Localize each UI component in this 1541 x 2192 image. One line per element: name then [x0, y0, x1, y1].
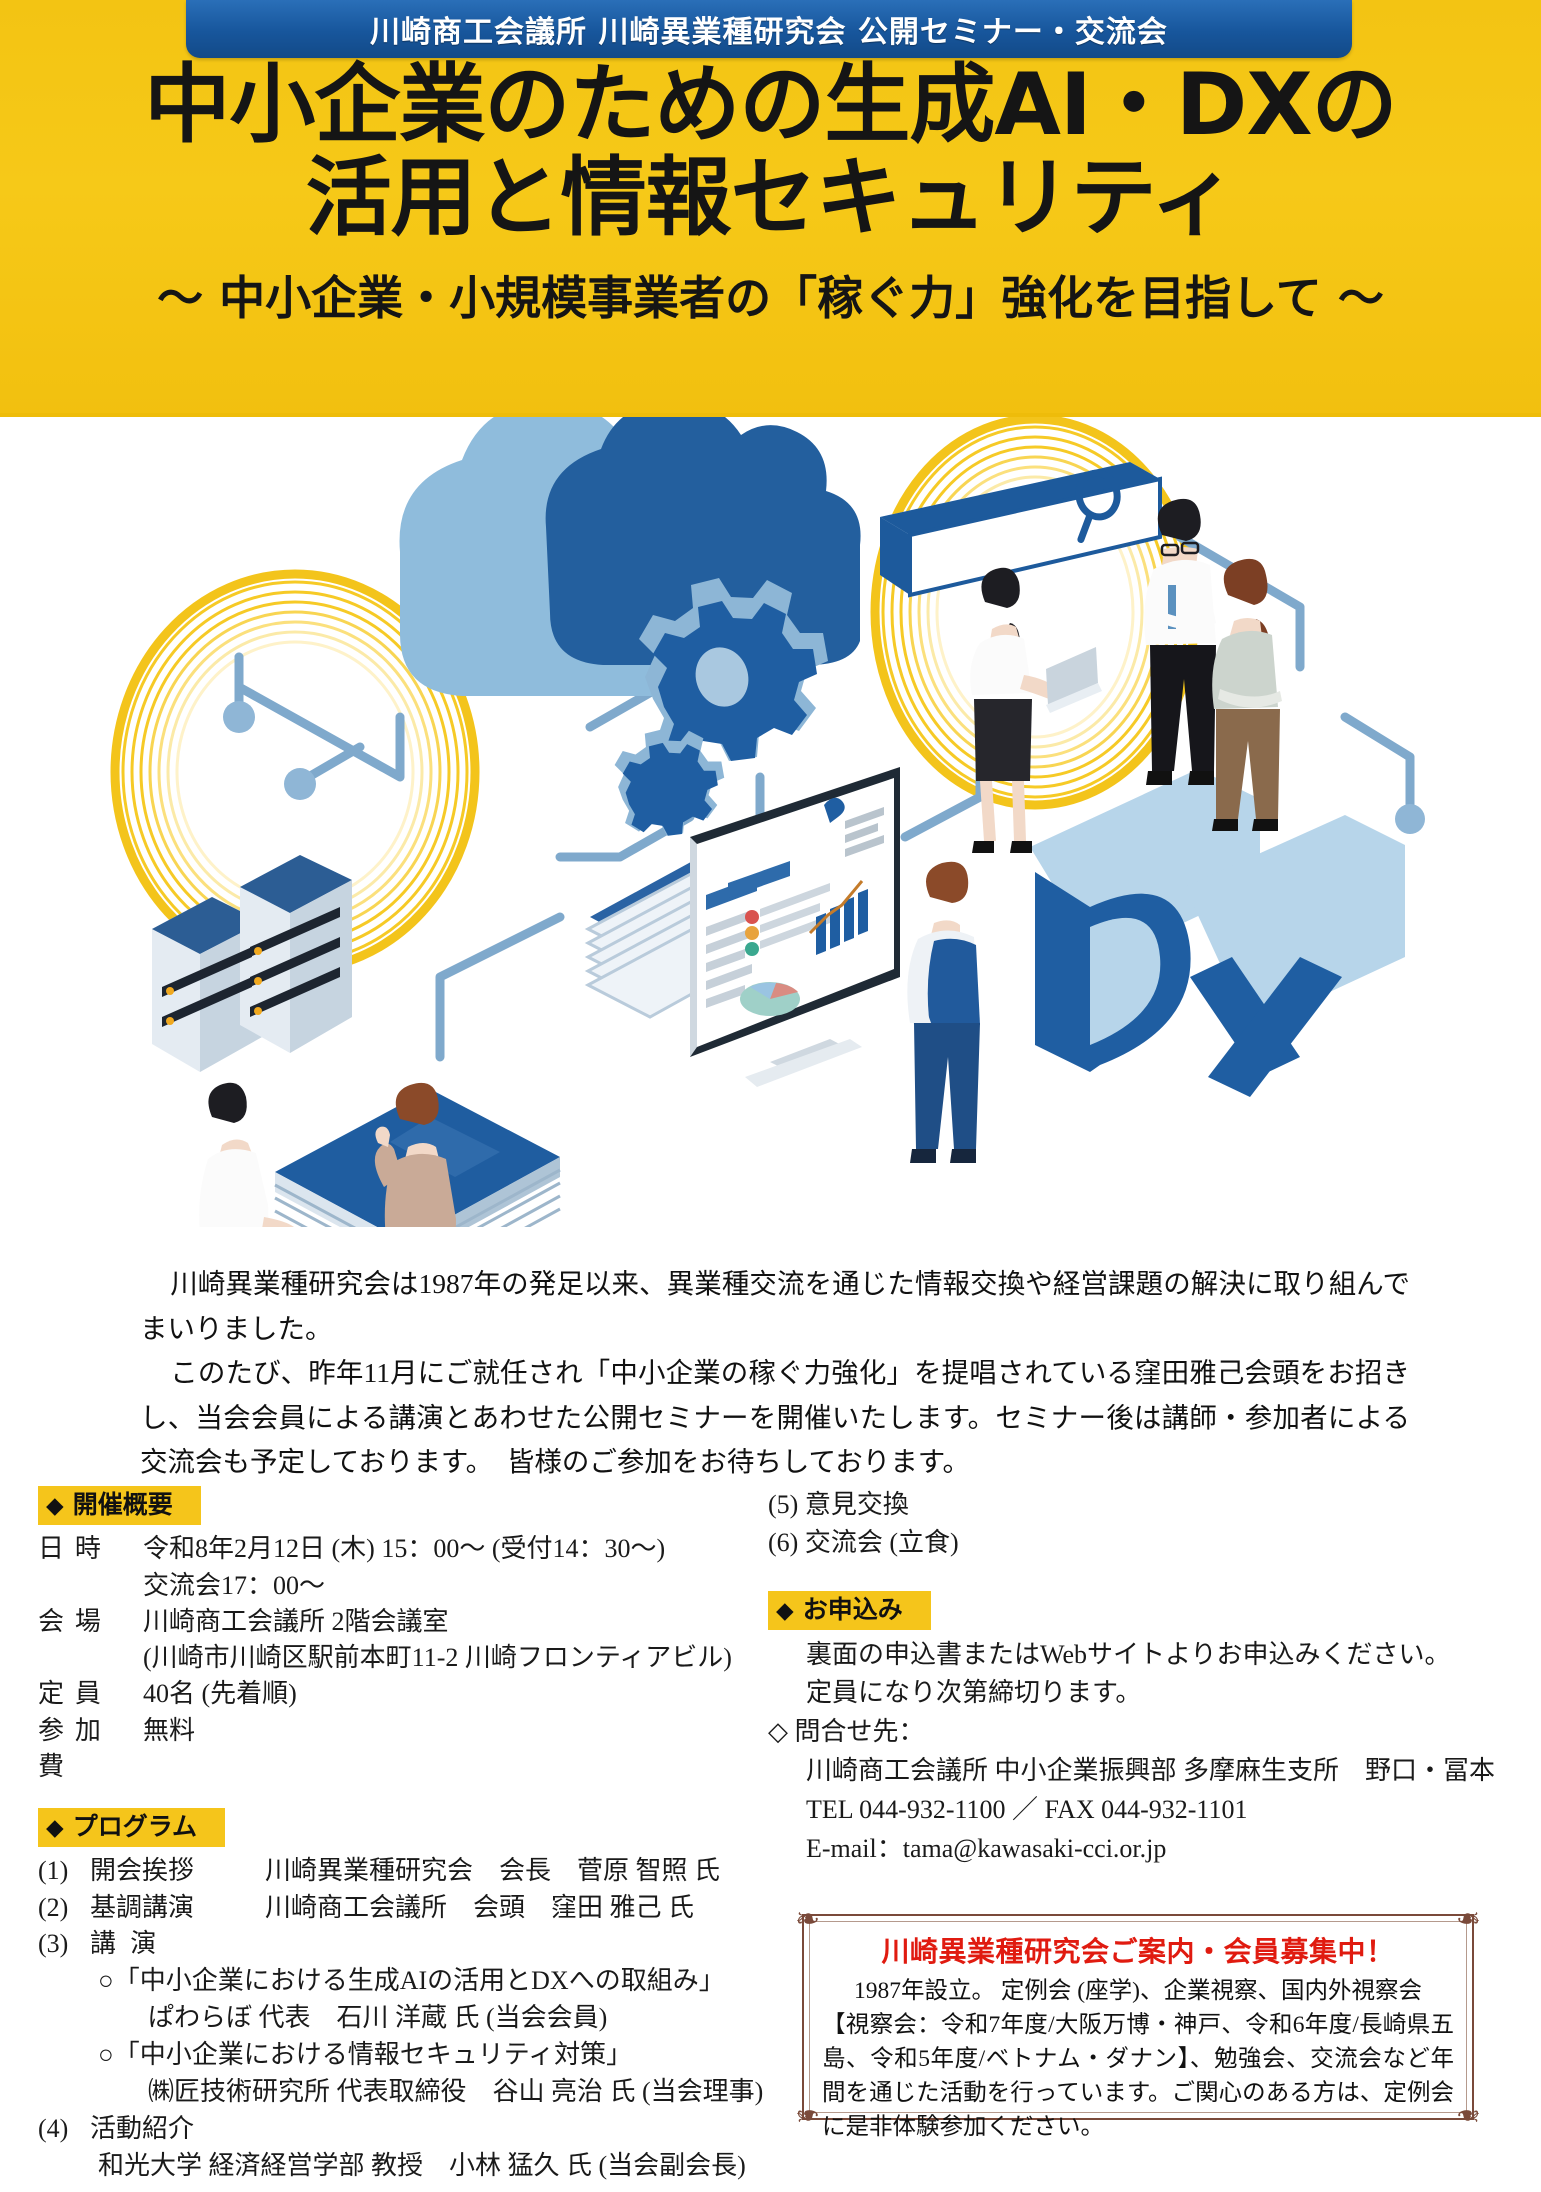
right-column: (5) 意見交換 (6) 交流会 (立食) ◆ お申込み 裏面の申込書またはWeb… — [768, 1486, 1508, 2140]
overview-row-fee: 参加費 無料 — [38, 1713, 738, 1785]
program-talk-2-title: ○「中小企業における情報セキュリティ対策」 — [98, 2040, 633, 2070]
person-left-standing — [199, 1082, 294, 1227]
server-rack-icon — [152, 855, 352, 1072]
overview-cont-venue: (川崎市川崎区駅前本町11-2 川崎フロンティアビル) — [143, 1643, 732, 1673]
overview-key-venue: 会場 — [38, 1606, 112, 1636]
isometric-dx-illustration — [110, 417, 1425, 1227]
person-woman-laptop — [970, 567, 1102, 853]
program-item-3-number: (3) — [38, 1929, 69, 1959]
hero-illustration — [0, 417, 1541, 1227]
header-band: 川崎商工会議所 川崎異業種研究会 公開セミナー・交流会 中小企業のための生成AI… — [0, 0, 1541, 417]
membership-promo-box: ❧ ❧ ❧ ❧ 川崎異業種研究会ご案内・会員募集中！ 1987年設立。 定例会 … — [795, 1903, 1481, 2140]
overview-key-datetime: 日時 — [38, 1533, 112, 1563]
overview-value-fee: 無料 — [143, 1716, 196, 1746]
program-item-4: (4) 活動紹介 — [38, 2111, 738, 2148]
intro-text: 川崎異業種研究会は1987年の発足以来、異業種交流を通じた情報交換や経営課題の解… — [140, 1262, 1410, 1485]
section-heading-overview: ◆ 開催概要 — [38, 1486, 201, 1525]
section-heading-program-label: プログラム — [72, 1811, 197, 1841]
contact-organization: 川崎商工会議所 中小企業振興部 多摩麻生支所 野口・冨本 — [806, 1755, 1496, 1785]
dx-logo — [1030, 769, 1405, 1097]
page-title-line-2: 活用と情報セキュリティ — [305, 148, 1237, 248]
intro-paragraph-1: 川崎異業種研究会は1987年の発足以来、異業種交流を通じた情報交換や経営課題の解… — [140, 1268, 1410, 1344]
page-subtitle: ～ 中小企業・小規模事業者の「稼ぐ力」強化を目指して ～ — [157, 271, 1384, 325]
program-item-5: (5) 意見交換 — [768, 1490, 909, 1519]
program-item-1-detail: 川崎異業種研究会 会長 菅原 智照 氏 — [265, 1855, 721, 1885]
person-left-pointing — [374, 1082, 456, 1227]
left-column: ◆ 開催概要 日時 令和8年2月12日 (木) 15：00～ (受付14：30～)… — [38, 1486, 764, 2185]
gear-icon — [614, 578, 828, 836]
overview-key-capacity: 定員 — [38, 1679, 112, 1709]
apply-line-1: 裏面の申込書またはWebサイトよりお申込みください。 — [806, 1640, 1451, 1670]
overview-row-capacity: 定員 40名 (先着順) — [38, 1676, 738, 1712]
page-title-line-1: 中小企業のための生成AI・DXの — [144, 55, 1397, 155]
promo-title: 川崎異業種研究会ご案内・会員募集中！ — [881, 1935, 1395, 1968]
section-heading-program: ◆ プログラム — [38, 1807, 225, 1847]
program-item-2-title: 基調講演 — [90, 1892, 195, 1922]
section-heading-overview-label: 開催概要 — [72, 1490, 173, 1519]
overview-row-datetime: 日時 令和8年2月12日 (木) 15：00～ (受付14：30～) — [38, 1531, 738, 1567]
contact-email: E-mail：tama@kawasaki-cci.or.jp — [806, 1833, 1167, 1863]
overview-value-venue: 川崎商工会議所 2階会議室 — [143, 1606, 449, 1636]
program-talk-2-speaker: ㈱匠技術研究所 代表取締役 谷山 亮治 氏 (当会理事) — [148, 2077, 764, 2107]
section-heading-apply-label: お申込み — [802, 1595, 903, 1625]
apply-line-2: 定員になり次第締切ります。 — [806, 1677, 1142, 1707]
program-item-3: (3) 講演 — [38, 1926, 738, 1963]
search-bar-icon — [880, 462, 1162, 598]
program-item-1-number: (1) — [38, 1855, 69, 1885]
program-item-3-title: 講演 — [90, 1929, 171, 1959]
diamond-icon-apply: ◆ — [776, 1598, 794, 1625]
overview-value-capacity: 40名 (先着順) — [143, 1679, 297, 1709]
dashboard-monitor-icon — [690, 767, 900, 1087]
program-talk-1-title: ○「中小企業における生成AIの活用とDXへの取組み」 — [98, 1966, 725, 1996]
overview-value-datetime: 令和8年2月12日 (木) 15：00～ (受付14：30～) — [143, 1533, 666, 1563]
contact-tel-fax: TEL 044-932-1100 ／ FAX 044-932-1101 — [806, 1794, 1248, 1824]
program-item-1-title: 開会挨拶 — [90, 1855, 195, 1885]
person-woman-brown — [1212, 558, 1282, 831]
person-blue-vest — [907, 861, 980, 1163]
contact-heading: ◇ 問合せ先： — [768, 1712, 1508, 1751]
overview-cont-datetime: 交流会17：00～ — [143, 1570, 326, 1600]
program-item-6: (6) 交流会 (立食) — [768, 1527, 959, 1557]
program-item-4-title: 活動紹介 — [90, 2113, 195, 2143]
organization-banner: 川崎商工会議所 川崎異業種研究会 公開セミナー・交流会 — [186, 0, 1352, 58]
promo-paragraph: 【視察会：令和7年度/大阪万博・神戸、令和6年度/長崎県五島、令和5年度/ベトナ… — [822, 2012, 1454, 2141]
program-item-2: (2) 基調講演 川崎商工会議所 会頭 窪田 雅己 氏 — [38, 1890, 738, 1927]
organization-banner-text: 川崎商工会議所 川崎異業種研究会 公開セミナー・交流会 — [370, 15, 1168, 50]
program-talk-1-speaker: ぱわらぼ 代表 石川 洋蔵 氏 (当会会員) — [148, 2003, 608, 2033]
diamond-icon: ◆ — [46, 1493, 64, 1519]
intro-paragraph-2: このたび、昨年11月にご就任され「中小企業の稼ぐ力強化」を提唱されている窪田雅己… — [140, 1357, 1410, 1478]
overview-key-fee: 参加費 — [38, 1716, 112, 1781]
overview-row-venue: 会場 川崎商工会議所 2階会議室 — [38, 1604, 738, 1640]
program-item-1: (1) 開会挨拶 川崎異業種研究会 会長 菅原 智照 氏 — [38, 1853, 738, 1890]
person-man-glasses — [1144, 498, 1216, 785]
promo-body: 1987年設立。 定例会 (座学)、企業視察、国内外視察会 【視察会：令和7年度… — [822, 1974, 1454, 2144]
promo-line-1: 1987年設立。 定例会 (座学)、企業視察、国内外視察会 — [854, 1978, 1422, 2004]
program-item-4-number: (4) — [38, 2113, 69, 2143]
program-item-2-number: (2) — [38, 1892, 69, 1922]
section-heading-apply: ◆ お申込み — [768, 1591, 931, 1631]
contact-heading-label: 問合せ先： — [794, 1716, 925, 1746]
diamond-outline-icon: ◇ — [768, 1716, 788, 1746]
program-item-2-detail: 川崎商工会議所 会頭 窪田 雅己 氏 — [265, 1892, 695, 1922]
diamond-icon-program: ◆ — [46, 1814, 64, 1841]
program-item-4-speaker: 和光大学 経済経営学部 教授 小林 猛久 氏 (当会副会長) — [98, 2150, 746, 2180]
